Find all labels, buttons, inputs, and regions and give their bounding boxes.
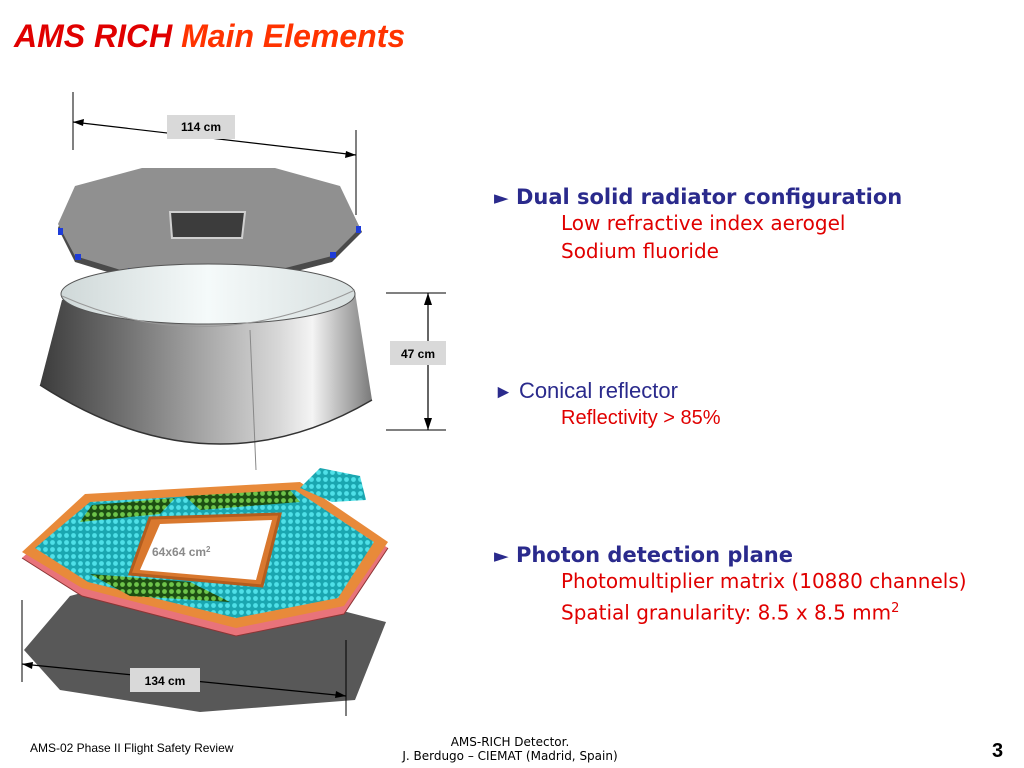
title-part-1: AMS RICH xyxy=(14,18,173,54)
slide-title: AMS RICH Main Elements xyxy=(14,18,405,55)
detector-diagram: 114 cm 47 cm xyxy=(21,92,446,716)
bullet-item: Low refractive index aerogel xyxy=(561,211,846,235)
dim-height-label: 47 cm xyxy=(401,347,435,361)
footer-left: AMS-02 Phase II Flight Safety Review xyxy=(30,741,234,755)
bullet-item: Reflectivity > 85% xyxy=(561,407,721,429)
bullet-heading: Conical reflector xyxy=(518,378,678,403)
dim-bottom-label: 134 cm xyxy=(145,674,186,688)
page-number: 3 xyxy=(992,740,1004,762)
bullet-radiator: ► Dual solid radiator configuration Low … xyxy=(494,185,902,265)
bullet-item: Photomultiplier matrix (10880 channels) xyxy=(561,569,967,593)
detection-plane xyxy=(21,468,389,637)
conical-reflector xyxy=(39,263,373,471)
footer-center: AMS-RICH Detector. J. Berdugo – CIEMAT (… xyxy=(380,735,640,763)
bullet-reflector: ► Conical reflector Reflectivity > 85% xyxy=(494,378,721,432)
bullet-arrow-icon: ► xyxy=(494,545,509,567)
bullet-item: Sodium fluoride xyxy=(561,239,719,263)
dim-bottom: 134 cm xyxy=(21,600,347,716)
footer-center-line2: J. Berdugo – CIEMAT (Madrid, Spain) xyxy=(402,749,618,763)
hole-size-label: 64x64 cm2 xyxy=(152,545,211,559)
bullet-item: Spatial granularity: 8.5 x 8.5 mm2 xyxy=(561,600,900,625)
bullet-heading: Photon detection plane xyxy=(515,543,793,567)
dim-top-label: 114 cm xyxy=(181,120,221,134)
footer-center-line1: AMS-RICH Detector. xyxy=(450,735,570,749)
dim-top: 114 cm xyxy=(72,92,357,215)
title-part-2: Main Elements xyxy=(181,18,406,54)
bullet-arrow-icon: ► xyxy=(494,382,513,403)
bullet-arrow-icon: ► xyxy=(494,187,509,209)
bullet-detection: ► Photon detection plane Photomultiplier… xyxy=(494,543,967,627)
radiator-plate xyxy=(58,168,362,286)
dim-height: 47 cm xyxy=(386,292,446,431)
bullet-heading: Dual solid radiator configuration xyxy=(515,185,903,209)
